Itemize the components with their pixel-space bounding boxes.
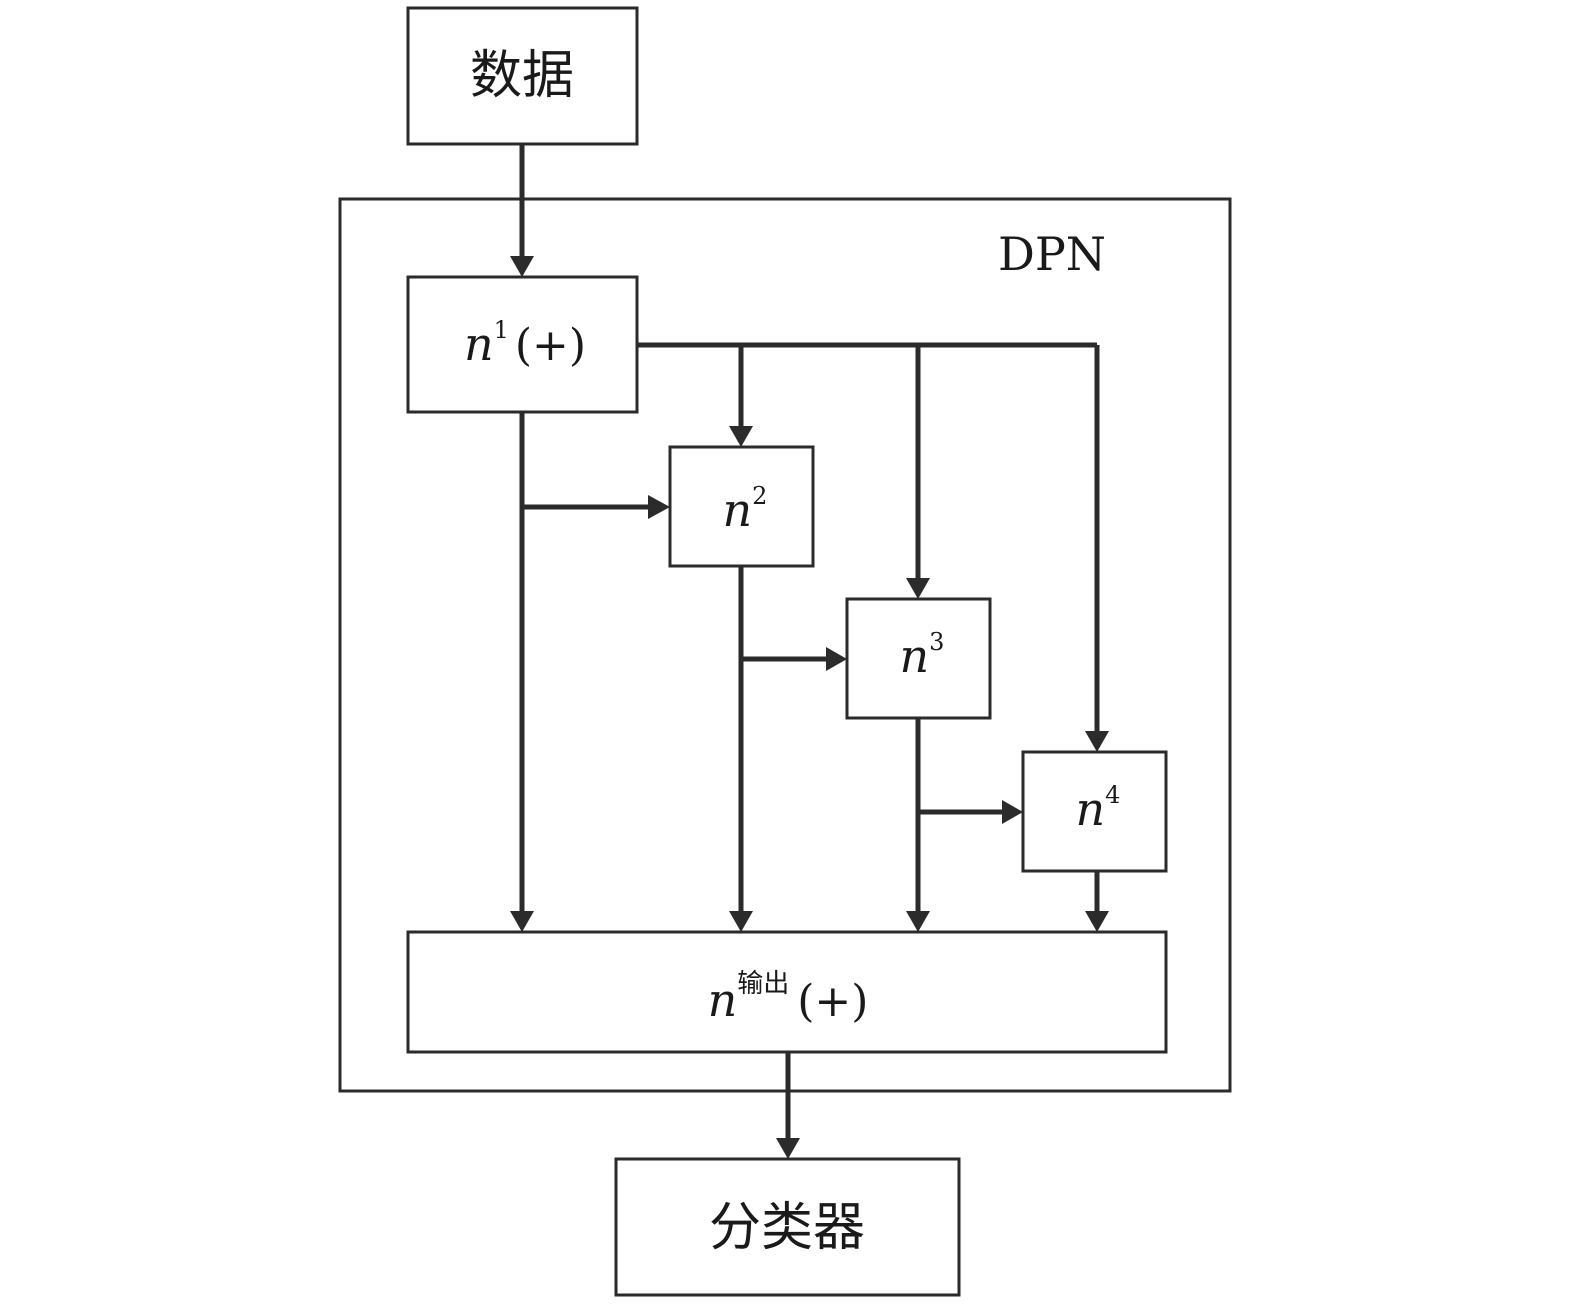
arrowheads	[510, 256, 1109, 1159]
arrowhead-nout-2	[729, 911, 753, 932]
node-n1-base: n	[464, 317, 494, 371]
dpn-label: DPN	[998, 227, 1106, 281]
node-output-suffix: (+)	[797, 976, 868, 1027]
node-output-box	[406, 930, 1168, 1054]
arrowhead-nout-1	[510, 911, 534, 932]
node-output: n输出 (+)	[406, 930, 1168, 1054]
arrowhead-classifier	[776, 1138, 800, 1159]
node-n1-box	[406, 275, 639, 414]
node-n4-label: n4	[1076, 781, 1121, 836]
node-output-label: n输出 (+)	[708, 969, 869, 1027]
node-n3: n3	[845, 597, 992, 720]
node-n4-sup: 4	[1105, 781, 1120, 809]
node-n2-label: n2	[723, 482, 768, 537]
node-n2-base: n	[723, 483, 753, 537]
node-data: 数据	[406, 6, 639, 146]
node-n2-box	[668, 445, 815, 568]
connections	[519, 144, 1100, 1140]
arrowhead-nout-3	[906, 911, 930, 932]
node-n3-sup: 3	[929, 628, 944, 656]
node-data-box	[406, 6, 639, 146]
arrowhead-n4-top	[1085, 731, 1109, 752]
node-n3-box	[845, 597, 992, 720]
arrowhead-n2-left	[648, 495, 670, 519]
node-n4: n4	[1021, 750, 1168, 873]
arrowhead-n4-left	[1002, 800, 1023, 824]
dpn-container	[338, 197, 1232, 1093]
node-n3-label: n3	[900, 628, 945, 683]
arrowhead-n1-top	[510, 256, 534, 277]
node-n1-label: n1(+)	[464, 316, 586, 371]
node-n1-suffix: (+)	[515, 320, 586, 371]
node-classifier: 分类器	[614, 1157, 961, 1297]
node-n1: n1(+)	[406, 275, 639, 414]
node-n1-sup: 1	[494, 316, 509, 344]
node-n4-base: n	[1076, 782, 1106, 836]
node-classifier-label: 分类器	[709, 1198, 865, 1258]
arrowhead-n2-top	[729, 426, 753, 447]
node-classifier-box	[614, 1157, 961, 1297]
node-n2-sup: 2	[752, 482, 767, 510]
arrowhead-n3-top	[906, 578, 930, 599]
node-output-base: n	[708, 973, 738, 1027]
node-n4-box	[1021, 750, 1168, 873]
node-n3-base: n	[900, 629, 930, 683]
arrowhead-n3-left	[826, 647, 847, 671]
node-output-sup: 输出	[737, 969, 789, 999]
node-n2: n2	[668, 445, 815, 568]
node-data-label: 数据	[470, 46, 574, 106]
arrowhead-nout-4	[1085, 911, 1109, 932]
